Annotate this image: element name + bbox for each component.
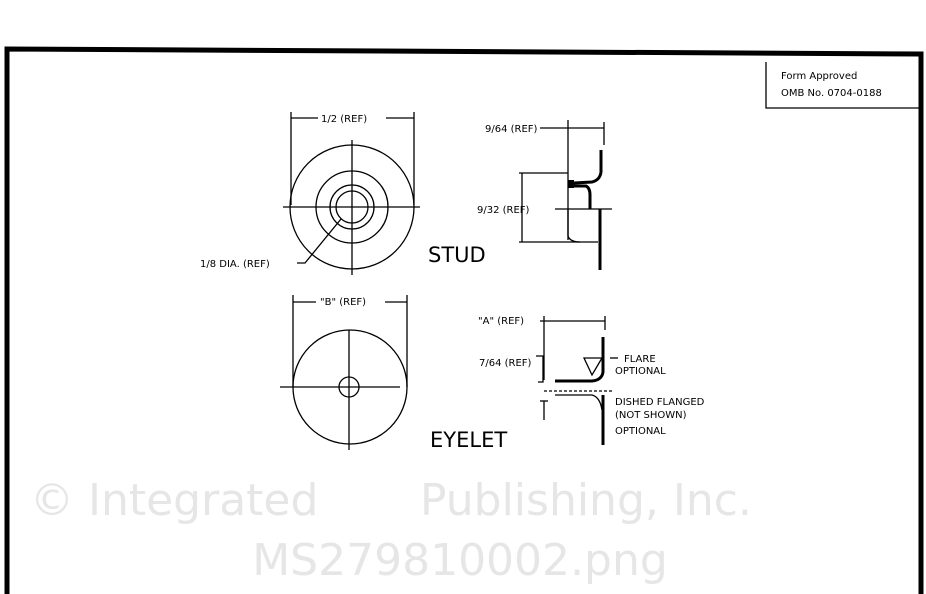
eyelet-title: EYELET xyxy=(430,428,507,452)
eyelet-side-width-dimension: "A" (REF) xyxy=(478,316,524,327)
watermark-line-3: MS279810002.png xyxy=(252,535,668,586)
form-approved-box: Form Approved OMB No. 0704-0188 xyxy=(765,62,920,109)
dished-note-line-2: (NOT SHOWN) xyxy=(615,410,687,421)
stud-front-view: 1/2 (REF) 1/8 DIA. (REF) xyxy=(200,112,420,275)
form-approved-text: Form Approved xyxy=(781,71,857,82)
stud-side-view: 9/64 (REF) 9/32 (REF) xyxy=(477,120,612,270)
flare-note-line-2: OPTIONAL xyxy=(615,366,666,377)
dished-note-line-1: DISHED FLANGED xyxy=(615,397,705,408)
dished-note-line-3: OPTIONAL xyxy=(615,426,666,437)
watermark-line-2: Publishing, Inc. xyxy=(420,475,752,526)
eyelet-diameter-dimension: "B" (REF) xyxy=(320,297,366,308)
eyelet-side-height-dimension: 7/64 (REF) xyxy=(479,358,532,369)
omb-number-text: OMB No. 0704-0188 xyxy=(781,88,882,99)
stud-hole-dimension: 1/8 DIA. (REF) xyxy=(200,259,270,270)
stud-side-height-dimension: 9/32 (REF) xyxy=(477,205,530,216)
stud-title: STUD xyxy=(428,243,486,267)
stud-side-width-dimension: 9/64 (REF) xyxy=(485,124,538,135)
eyelet-front-view: "B" (REF) xyxy=(280,295,408,450)
watermark-line-1: © Integrated xyxy=(30,475,318,526)
eyelet-side-view: "A" (REF) 7/64 (REF) FLARE OPTIONAL DISH… xyxy=(478,316,705,445)
flare-note-line-1: FLARE xyxy=(624,354,656,365)
stud-diameter-dimension: 1/2 (REF) xyxy=(321,114,367,125)
sheet-border xyxy=(4,46,924,594)
